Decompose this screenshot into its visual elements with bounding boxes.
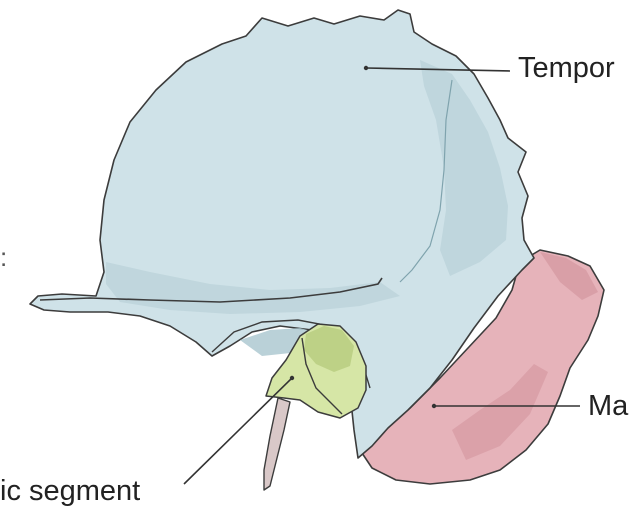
leader-dot-squamous: [364, 66, 368, 70]
squamous-label: Tempor: [518, 54, 615, 83]
leader-dot-tympanic: [290, 376, 294, 380]
cropped-left-label-fragment: :: [0, 244, 7, 270]
leader-dot-mastoid: [432, 404, 436, 408]
tympanic-segment-label: ic segment: [0, 477, 140, 506]
styloid-process: [264, 398, 290, 490]
mastoid-label: Ma: [588, 392, 628, 421]
